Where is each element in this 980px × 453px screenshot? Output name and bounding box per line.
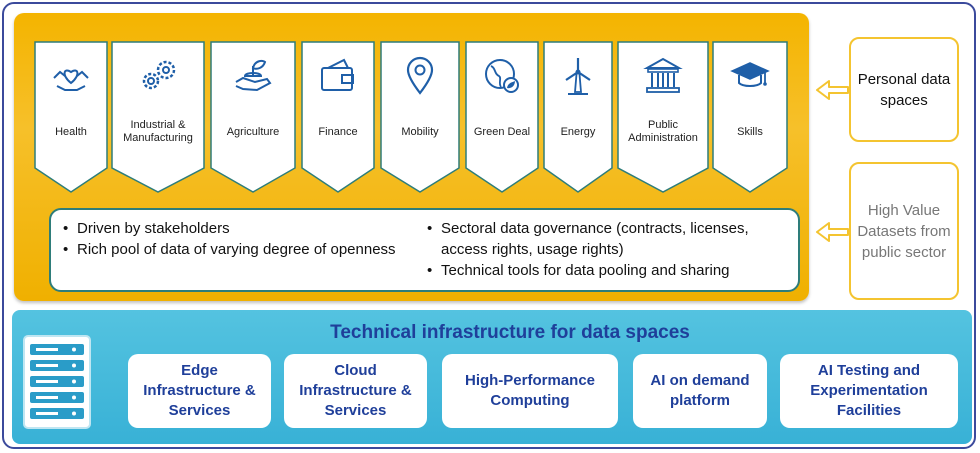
infra-item-label: Cloud Infrastructure & Services xyxy=(299,362,412,419)
sector-label: Finance xyxy=(318,125,358,138)
sector-label: Skills xyxy=(737,125,763,138)
wind-turbine-icon xyxy=(565,58,591,95)
sector-tile-green-deal[interactable]: Green Deal xyxy=(465,41,539,193)
features-left-list: Driven by stakeholders Rich pool of data… xyxy=(61,218,421,260)
sector-tiles: Health Industrial & Manufacturing Agricu… xyxy=(14,13,809,301)
sector-label: Green Deal xyxy=(473,125,531,138)
sector-label: Industrial & Manufacturing xyxy=(123,119,193,144)
infra-item-ai-on-demand: AI on demand platform xyxy=(633,354,767,428)
hands-heart-icon xyxy=(53,69,89,91)
personal-data-spaces-label: Personal data spaces xyxy=(857,70,951,109)
sector-label: Mobility xyxy=(401,125,439,138)
sector-label: Public Administration xyxy=(628,119,698,144)
hand-plant-icon xyxy=(235,59,272,92)
map-pin-icon xyxy=(406,56,434,95)
features-right-list: Sectoral data governance (contracts, lic… xyxy=(425,218,795,281)
sector-features-box: Driven by stakeholders Rich pool of data… xyxy=(49,208,800,292)
sector-label: Health xyxy=(55,125,87,138)
infra-item-label: High-Performance Computing xyxy=(464,372,596,409)
server-rack-icon xyxy=(23,335,91,429)
feature-item: Driven by stakeholders xyxy=(61,218,421,239)
high-value-datasets-label: High Value Datasets from public sector xyxy=(857,201,951,261)
sector-tile-industrial-manufacturing[interactable]: Industrial & Manufacturing xyxy=(111,41,205,193)
sector-label: Energy xyxy=(560,125,596,138)
infra-item-ai-testing: AI Testing and Experimentation Facilitie… xyxy=(780,354,958,428)
sector-tile-public-administration[interactable]: Public Administration xyxy=(617,41,709,193)
graduation-cap-icon xyxy=(730,62,770,87)
sector-tile-energy[interactable]: Energy xyxy=(543,41,613,193)
sector-tile-health[interactable]: Health xyxy=(34,41,108,193)
globe-leaf-icon xyxy=(485,59,519,93)
sector-tile-agriculture[interactable]: Agriculture xyxy=(210,41,296,193)
feature-item: Sectoral data governance (contracts, lic… xyxy=(425,218,795,260)
personal-data-spaces-box: Personal data spaces xyxy=(849,37,959,142)
sector-tile-finance[interactable]: Finance xyxy=(301,41,375,193)
infrastructure-title: Technical infrastructure for data spaces xyxy=(330,322,690,343)
sector-tile-skills[interactable]: Skills xyxy=(712,41,788,193)
feature-item: Technical tools for data pooling and sha… xyxy=(425,260,795,281)
government-building-icon xyxy=(643,57,683,93)
sector-label: Agriculture xyxy=(226,125,280,138)
arrow-left-icon xyxy=(816,80,849,100)
infra-item-edge: Edge Infrastructure & Services xyxy=(128,354,271,428)
infra-item-label: AI Testing and Experimentation Facilitie… xyxy=(810,362,928,419)
infra-item-label: AI on demand platform xyxy=(650,372,750,409)
arrow-left-icon xyxy=(816,222,849,242)
infra-item-hpc: High-Performance Computing xyxy=(442,354,618,428)
sector-tile-mobility[interactable]: Mobility xyxy=(380,41,460,193)
feature-item: Rich pool of data of varying degree of o… xyxy=(61,239,421,260)
sector-data-spaces-panel: Health Industrial & Manufacturing Agricu… xyxy=(14,13,809,301)
wallet-icon xyxy=(321,58,354,91)
gears-icon xyxy=(142,60,176,90)
high-value-datasets-box: High Value Datasets from public sector xyxy=(849,162,959,300)
infra-item-label: Edge Infrastructure & Services xyxy=(143,362,256,419)
infra-item-cloud: Cloud Infrastructure & Services xyxy=(284,354,427,428)
